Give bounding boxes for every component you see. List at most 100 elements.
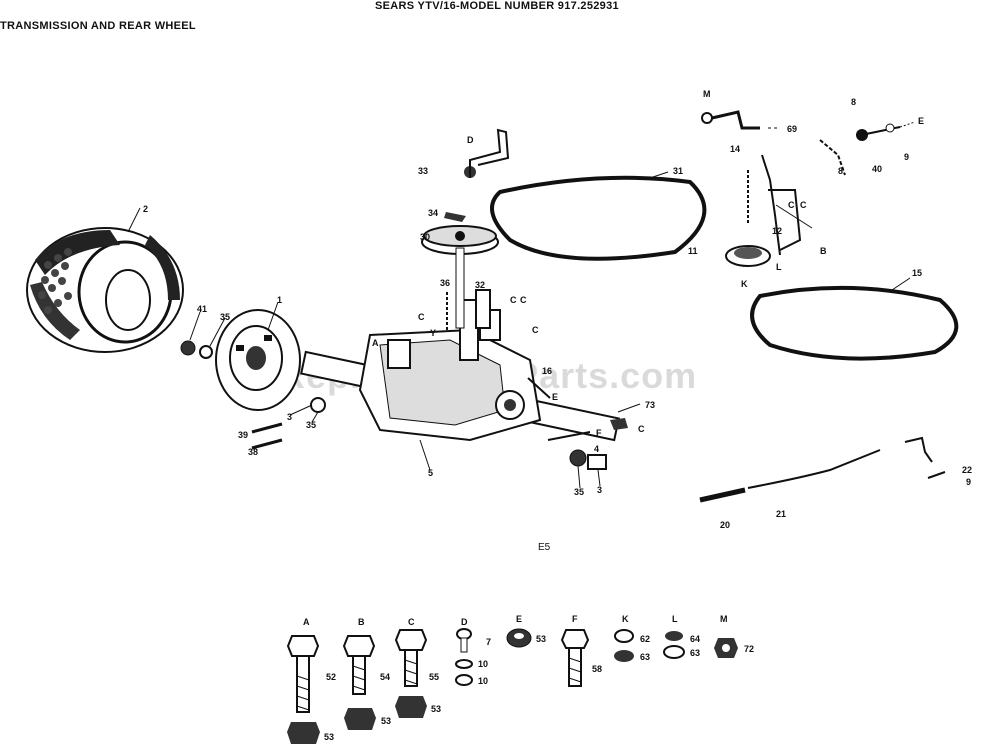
hw-c-letter: C — [408, 617, 415, 627]
callout-rod: 16 — [542, 366, 552, 376]
callout-l1: L — [776, 262, 782, 272]
hw-c-part2: 53 — [431, 704, 441, 714]
callout-n12: 12 — [772, 226, 782, 236]
callout-b1: B — [820, 246, 827, 256]
callout-axle-spacer: 35 — [306, 420, 316, 430]
callout-brake-bolt: 73 — [645, 400, 655, 410]
idler-bracket[interactable] — [747, 154, 813, 256]
callout-labels: 2 1 41 35 3 35 39 38 35 3 5 4 73 D 33 34… — [143, 89, 972, 530]
control-cable[interactable] — [699, 436, 946, 503]
hardware-c[interactable] — [394, 629, 428, 718]
hw-a-letter: A — [303, 617, 310, 627]
callout-f1: F — [596, 428, 602, 438]
hw-d-part3: 10 — [478, 676, 488, 686]
hw-e-part1: 53 — [536, 634, 546, 644]
hw-k-letter: K — [622, 614, 629, 624]
callout-shift-pin: 4 — [594, 444, 599, 454]
hw-m-part1: 72 — [744, 644, 754, 654]
callout-belt-lower: 15 — [912, 268, 922, 278]
hw-b-letter: B — [358, 617, 365, 627]
transaxle-assembly[interactable] — [300, 299, 620, 442]
hw-c-part1: 55 — [429, 672, 439, 682]
page-title: SEARS YTV/16-MODEL NUMBER 917.252931 — [375, 0, 619, 12]
hw-k-part1: 62 — [640, 634, 650, 644]
callout-c7: C — [800, 200, 807, 210]
callout-axle-washer-r: 35 — [574, 487, 584, 497]
callout-c3: C — [520, 295, 527, 305]
callout-pulley-d: D — [467, 135, 474, 145]
callout-n14: 14 — [730, 144, 740, 154]
hw-d-part2: 10 — [478, 659, 488, 669]
bracket[interactable] — [475, 289, 491, 329]
idler-pulley[interactable] — [725, 245, 771, 267]
section-title: TRANSMISSION AND REAR WHEEL — [0, 20, 196, 32]
callout-transaxle: 5 — [428, 468, 433, 478]
callout-n22: 22 — [962, 465, 972, 475]
callout-bracket: 32 — [475, 280, 485, 290]
callout-n40: 40 — [872, 164, 882, 174]
callout-idler: 11 — [688, 246, 698, 256]
pulley-nut[interactable] — [464, 128, 510, 178]
hw-l-part1: 64 — [690, 634, 700, 644]
hw-l-letter: L — [672, 614, 678, 624]
callout-tire: 2 — [143, 204, 148, 214]
callout-n9b: 9 — [966, 477, 971, 487]
callout-belt-upper: 31 — [673, 166, 683, 176]
callout-pulley-key: 34 — [428, 208, 438, 218]
shift-rod[interactable] — [527, 377, 551, 399]
hub-nut[interactable] — [180, 340, 213, 359]
hardware-labels: A 52 53 B 54 53 C 55 53 D 7 10 10 E 53 F… — [303, 614, 754, 742]
callout-spring: 36 — [440, 278, 450, 288]
hardware-m[interactable] — [714, 638, 738, 658]
callout-rim: 1 — [277, 295, 282, 305]
hw-b-part2: 53 — [381, 716, 391, 726]
hw-e-letter: E — [516, 614, 522, 624]
callout-hub-washer: 35 — [220, 312, 230, 322]
hardware-k[interactable] — [614, 629, 634, 662]
rear-tire[interactable] — [26, 227, 184, 353]
lever-arm[interactable] — [819, 121, 916, 176]
hardware-a[interactable] — [286, 635, 320, 744]
mounting-bolts[interactable] — [251, 422, 283, 450]
callout-y1: Y — [430, 328, 436, 338]
hw-m-letter: M — [720, 614, 728, 624]
callout-bolt-a: 39 — [238, 430, 248, 440]
callout-n9a: 9 — [904, 152, 909, 162]
hw-d-letter: D — [461, 617, 468, 627]
callout-a1: A — [372, 338, 379, 348]
callout-m1: M — [703, 89, 711, 99]
callout-c2: C — [510, 295, 517, 305]
hardware-b[interactable] — [342, 635, 376, 730]
hardware-d[interactable] — [455, 628, 473, 686]
callout-n8b: 8 — [838, 166, 843, 176]
hardware-e[interactable] — [506, 628, 532, 648]
hw-k-part2: 63 — [640, 652, 650, 662]
callout-bolt-b: 38 — [248, 447, 258, 457]
callout-e1: E — [552, 392, 558, 402]
hw-f-letter: F — [572, 614, 578, 624]
callout-c5: C — [638, 424, 645, 434]
figure-code: E5 — [538, 542, 551, 553]
callout-c4: C — [532, 325, 539, 335]
callout-n8: 8 — [851, 97, 856, 107]
callout-hub-nut: 41 — [197, 304, 207, 314]
shift-link-rod[interactable] — [701, 110, 780, 130]
hw-a-part1: 52 — [326, 672, 336, 682]
hardware-l[interactable] — [663, 631, 685, 659]
callout-cable-end: 20 — [720, 520, 730, 530]
hw-b-part1: 54 — [380, 672, 390, 682]
transmission-pulley[interactable] — [421, 225, 499, 329]
drive-belt-lower[interactable] — [750, 285, 959, 361]
wheel-rim[interactable] — [215, 309, 301, 411]
callout-link-rod: 69 — [787, 124, 797, 134]
drive-belt-upper[interactable] — [490, 175, 707, 261]
pulley-key[interactable] — [444, 212, 466, 222]
brake-bolt[interactable] — [610, 418, 628, 430]
callout-pulley-nut: 33 — [418, 166, 428, 176]
callout-cable: 21 — [776, 509, 786, 519]
callout-c6: C — [788, 200, 795, 210]
hw-d-part1: 7 — [486, 637, 491, 647]
hardware-f[interactable] — [560, 629, 590, 687]
callout-c1: C — [418, 312, 425, 322]
hw-l-part2: 63 — [690, 648, 700, 658]
